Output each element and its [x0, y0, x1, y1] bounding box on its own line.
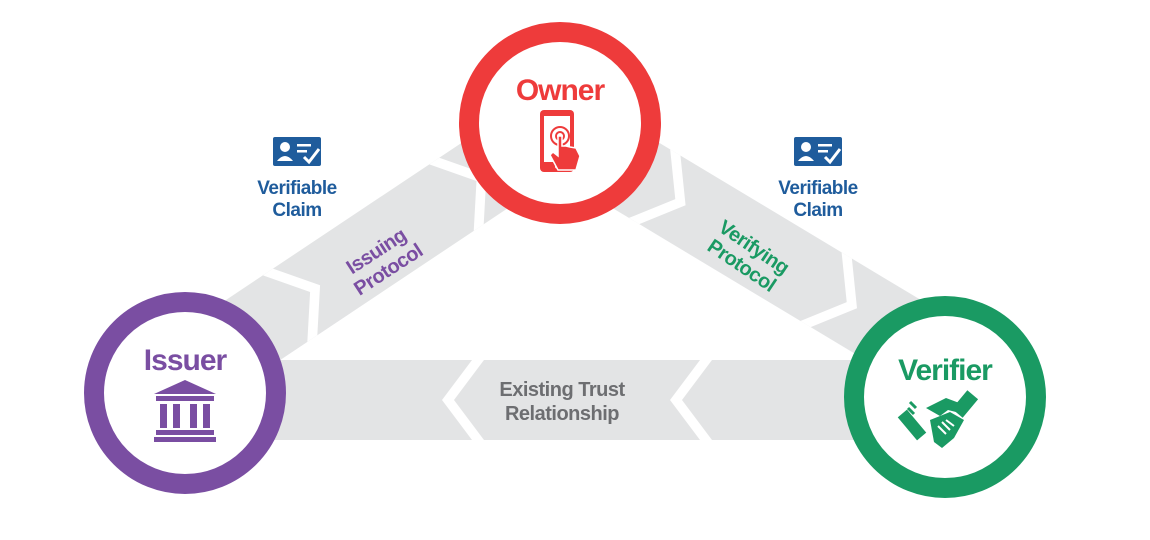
- id-card-check-icon: [273, 137, 321, 166]
- claim-left-line1: Verifiable: [257, 178, 337, 199]
- owner-label: Owner: [516, 74, 606, 107]
- trust-band-shape: [240, 360, 925, 440]
- verifier-label: Verifier: [898, 354, 993, 387]
- id-card-check-icon: [794, 137, 842, 166]
- trust-line2: Relationship: [505, 403, 619, 425]
- trust-line1: Existing Trust: [499, 379, 625, 401]
- verifiable-claim-left: Verifiable Claim: [257, 137, 337, 221]
- trust-chevron: [442, 360, 484, 440]
- issuing-chevron: [262, 268, 321, 342]
- verifier-node: Verifier: [844, 296, 1046, 498]
- verifying-chevron: [800, 252, 858, 328]
- issuing-band: [198, 118, 542, 386]
- issuer-node: Issuer: [84, 292, 286, 494]
- claim-right-line2: Claim: [793, 200, 842, 221]
- trust-relationship-label: Existing Trust Relationship: [499, 379, 626, 425]
- verifier-ring: [844, 296, 1046, 498]
- issuing-chevron: [429, 157, 487, 231]
- owner-node: Owner: [459, 22, 661, 224]
- trust-chevron: [670, 360, 712, 440]
- bank-icon: [154, 380, 216, 442]
- issuing-band-shape: [198, 118, 542, 386]
- handshake-icon: [897, 390, 979, 448]
- verifiable-claim-right: Verifiable Claim: [778, 137, 858, 221]
- issuer-label: Issuer: [144, 344, 228, 377]
- verifying-band: [580, 120, 930, 374]
- claim-left-line2: Claim: [272, 200, 321, 221]
- verifying-chevron: [628, 149, 686, 225]
- phone-touch-icon: [540, 110, 581, 172]
- trust-band: [240, 360, 925, 440]
- claim-right-line1: Verifiable: [778, 178, 858, 199]
